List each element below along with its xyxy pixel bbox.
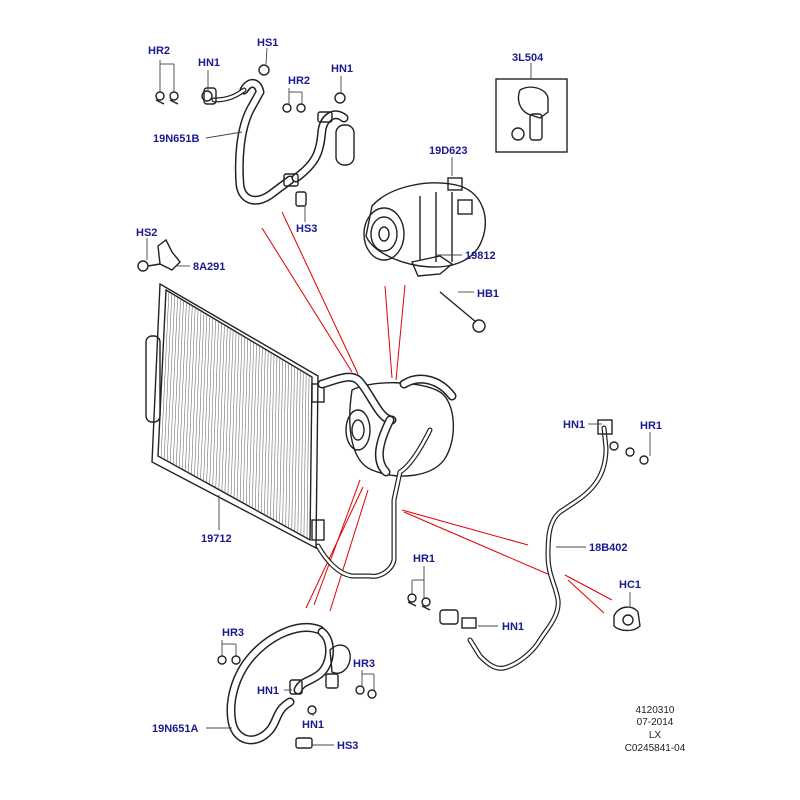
condenser-fin — [218, 324, 225, 490]
condenser-fin — [279, 359, 284, 524]
condenser-fin — [282, 361, 286, 525]
condenser-fin — [224, 328, 231, 493]
drawing-number: 4120310 — [636, 705, 675, 716]
condenser-fin — [267, 352, 272, 517]
condenser-19712 — [145, 282, 325, 550]
condenser-fin — [251, 343, 257, 509]
label-hr1: HR1 — [413, 553, 435, 565]
label-hb1: HB1 — [477, 288, 499, 300]
hose-19n651b — [203, 79, 355, 205]
condenser-fin — [172, 298, 181, 465]
red-callout-lines — [261, 211, 613, 614]
condenser-fin — [188, 307, 196, 473]
label-hn1: HN1 — [302, 719, 324, 731]
label-18b402: 18B402 — [589, 542, 628, 554]
compressor-19d623 — [363, 177, 486, 268]
label-hn1: HN1 — [502, 621, 524, 633]
condenser-fin — [270, 354, 275, 519]
condenser-fin — [264, 350, 269, 515]
condenser-fin — [209, 319, 216, 485]
condenser-fin — [179, 302, 187, 468]
condenser-fin — [258, 347, 263, 512]
condenser-fin — [248, 342, 254, 507]
condenser-fin — [166, 295, 176, 462]
hose-19n651a — [226, 623, 351, 749]
label-3l504: 3L504 — [512, 52, 544, 64]
clip-hc1 — [613, 606, 641, 632]
fasteners-hr1-lower — [407, 593, 431, 611]
condenser-fin — [200, 314, 208, 480]
condenser-fin — [169, 296, 178, 463]
condenser-fin — [294, 368, 298, 532]
label-19n651a: 19N651A — [152, 723, 199, 735]
callout-labels: HR2 HN1 HS1 HR2 HN1 19N651B HS3 3L504 19… — [136, 37, 662, 752]
bracket-8a291 — [137, 238, 181, 272]
condenser-fin — [185, 305, 193, 472]
condenser-fin — [303, 373, 307, 537]
condenser-fin — [175, 300, 184, 467]
condenser-fin — [297, 370, 301, 534]
label-hs3: HS3 — [337, 740, 358, 752]
drawing-date: 07-2014 — [637, 717, 674, 728]
model-code: LX — [649, 730, 662, 741]
fasteners-top-left — [155, 64, 346, 207]
label-hr3: HR3 — [222, 627, 244, 639]
label-hn1: HN1 — [563, 419, 585, 431]
pipe-18b402 — [439, 419, 649, 671]
installed-compressor-assembly — [315, 372, 457, 579]
condenser-fin — [227, 330, 234, 495]
label-hs1: HS1 — [257, 37, 278, 49]
condenser-fin — [288, 364, 292, 529]
condenser-fin — [239, 336, 246, 502]
part-3l504-box — [495, 78, 568, 153]
condenser-fin — [300, 371, 304, 535]
label-hs3: HS3 — [296, 223, 317, 235]
condenser-fin — [255, 345, 260, 510]
illustration-id: C0245841-04 — [625, 743, 686, 754]
condenser-fin — [194, 310, 202, 477]
label-hs2: HS2 — [136, 227, 157, 239]
label-19d623: 19D623 — [429, 145, 468, 157]
label-hc1: HC1 — [619, 579, 641, 591]
drawing-reference-block: 4120310 07-2014 LX C0245841-04 — [625, 705, 686, 754]
label-hr2: HR2 — [148, 45, 170, 57]
condenser-fin — [273, 356, 278, 520]
condenser-fin — [291, 366, 295, 530]
label-hn1: HN1 — [257, 685, 279, 697]
condenser-fin — [236, 335, 243, 500]
condenser-fins — [160, 291, 310, 539]
label-8a291: 8A291 — [193, 261, 225, 273]
condenser-fin — [261, 349, 266, 514]
label-hr1: HR1 — [640, 420, 662, 432]
label-hn1: HN1 — [198, 57, 220, 69]
condenser-fin — [203, 316, 211, 482]
bracket-19812 — [411, 255, 454, 277]
condenser-fin — [163, 293, 173, 460]
condenser-fin — [197, 312, 205, 478]
label-hr2: HR2 — [288, 75, 310, 87]
condenser-fin — [306, 375, 310, 539]
condenser-fin — [221, 326, 228, 492]
condenser-fin — [182, 303, 190, 470]
condenser-fin — [230, 331, 237, 497]
condenser-fin — [215, 323, 222, 488]
label-19812: 19812 — [465, 250, 496, 262]
condenser-fin — [276, 357, 281, 522]
condenser-fin — [206, 317, 213, 483]
label-19n651b: 19N651B — [153, 133, 200, 145]
condenser-fin — [285, 363, 289, 527]
condenser-fin — [160, 291, 170, 458]
condenser-fin — [233, 333, 240, 499]
label-19712: 19712 — [201, 533, 232, 545]
condenser-fin — [242, 338, 249, 504]
leader-lines — [146, 47, 651, 746]
label-hr3: HR3 — [353, 658, 375, 670]
label-hn1: HN1 — [331, 63, 353, 75]
condenser-fin — [212, 321, 219, 487]
bolt-hb1 — [439, 291, 486, 333]
condenser-fin — [191, 309, 199, 475]
condenser-fin — [245, 340, 251, 505]
